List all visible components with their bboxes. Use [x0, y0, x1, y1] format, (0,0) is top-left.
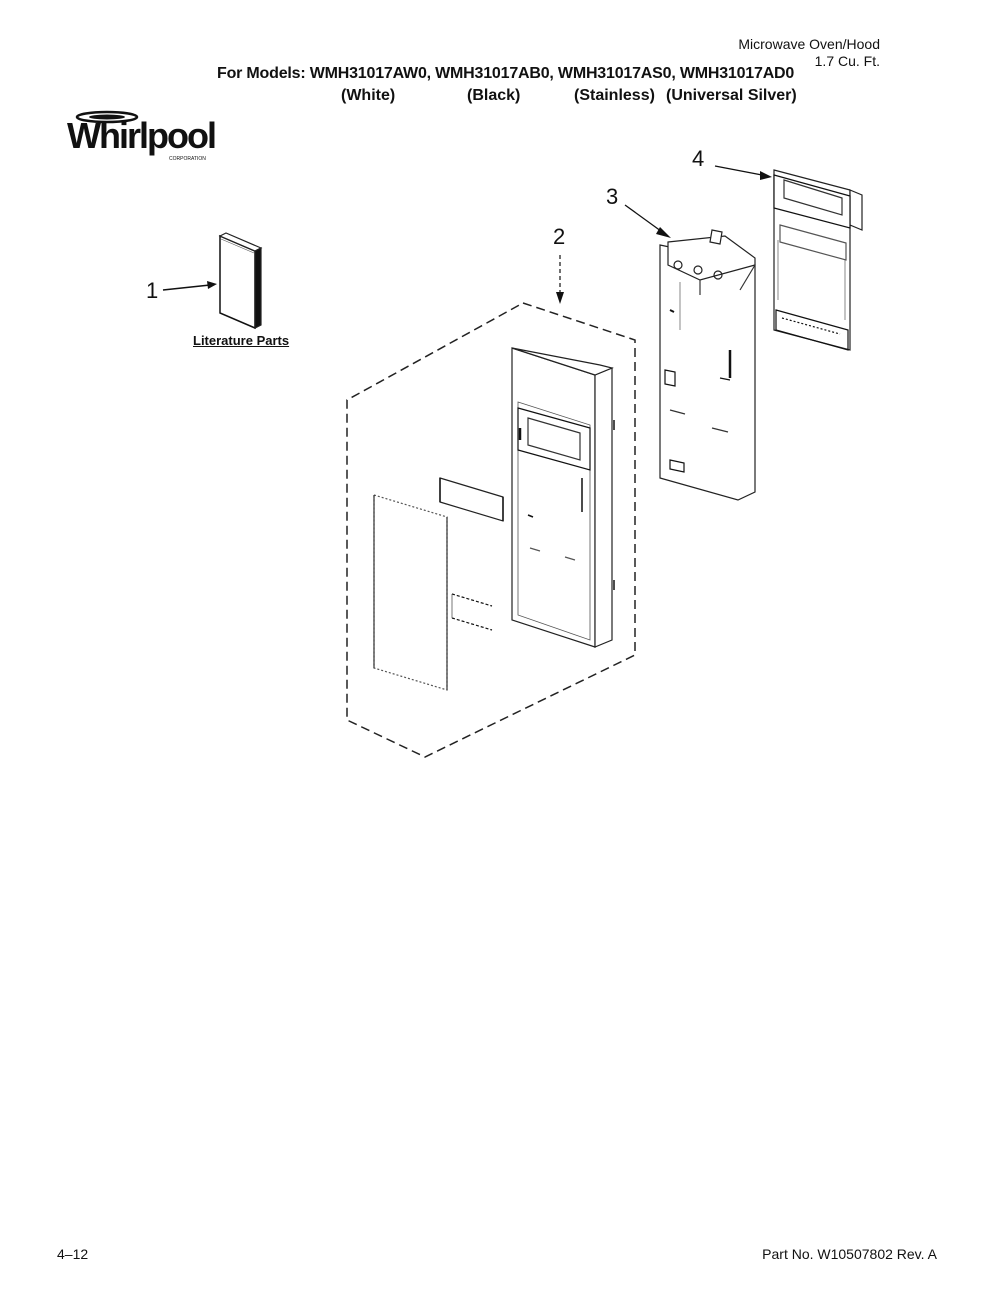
literature-parts-label: Literature Parts [193, 333, 290, 348]
callout-1: 1 [146, 278, 158, 303]
capacity-label: 1.7 Cu. Ft. [814, 53, 880, 69]
control-panel [511, 347, 615, 648]
control-bracket [659, 229, 756, 501]
keypad-strip [451, 593, 493, 631]
door-pad [373, 494, 448, 691]
logo-sub-text: CORPORATION [169, 156, 206, 162]
models-line: For Models: WMH31017AW0, WMH31017AB0, WM… [217, 65, 795, 82]
assembly-dashed-outline [346, 302, 636, 758]
color-universal-silver: (Universal Silver) [666, 87, 797, 104]
color-stainless: (Stainless) [574, 87, 655, 104]
whirlpool-logo: Whirlpool CORPORATION [67, 110, 217, 162]
callout-4: 4 [692, 146, 704, 171]
display-window [439, 477, 504, 522]
color-white: (White) [341, 87, 396, 104]
product-type-label: Microwave Oven/Hood [738, 36, 880, 52]
callout-2: 2 [553, 224, 565, 249]
callout-3: 3 [606, 184, 618, 209]
color-black: (Black) [467, 87, 521, 104]
control-board [773, 169, 863, 351]
part-number: Part No. W10507802 Rev. A [762, 1246, 937, 1262]
page-number: 4–12 [57, 1246, 89, 1262]
logo-brand-text: Whirlpool [67, 115, 215, 156]
literature-booklet [218, 232, 263, 330]
